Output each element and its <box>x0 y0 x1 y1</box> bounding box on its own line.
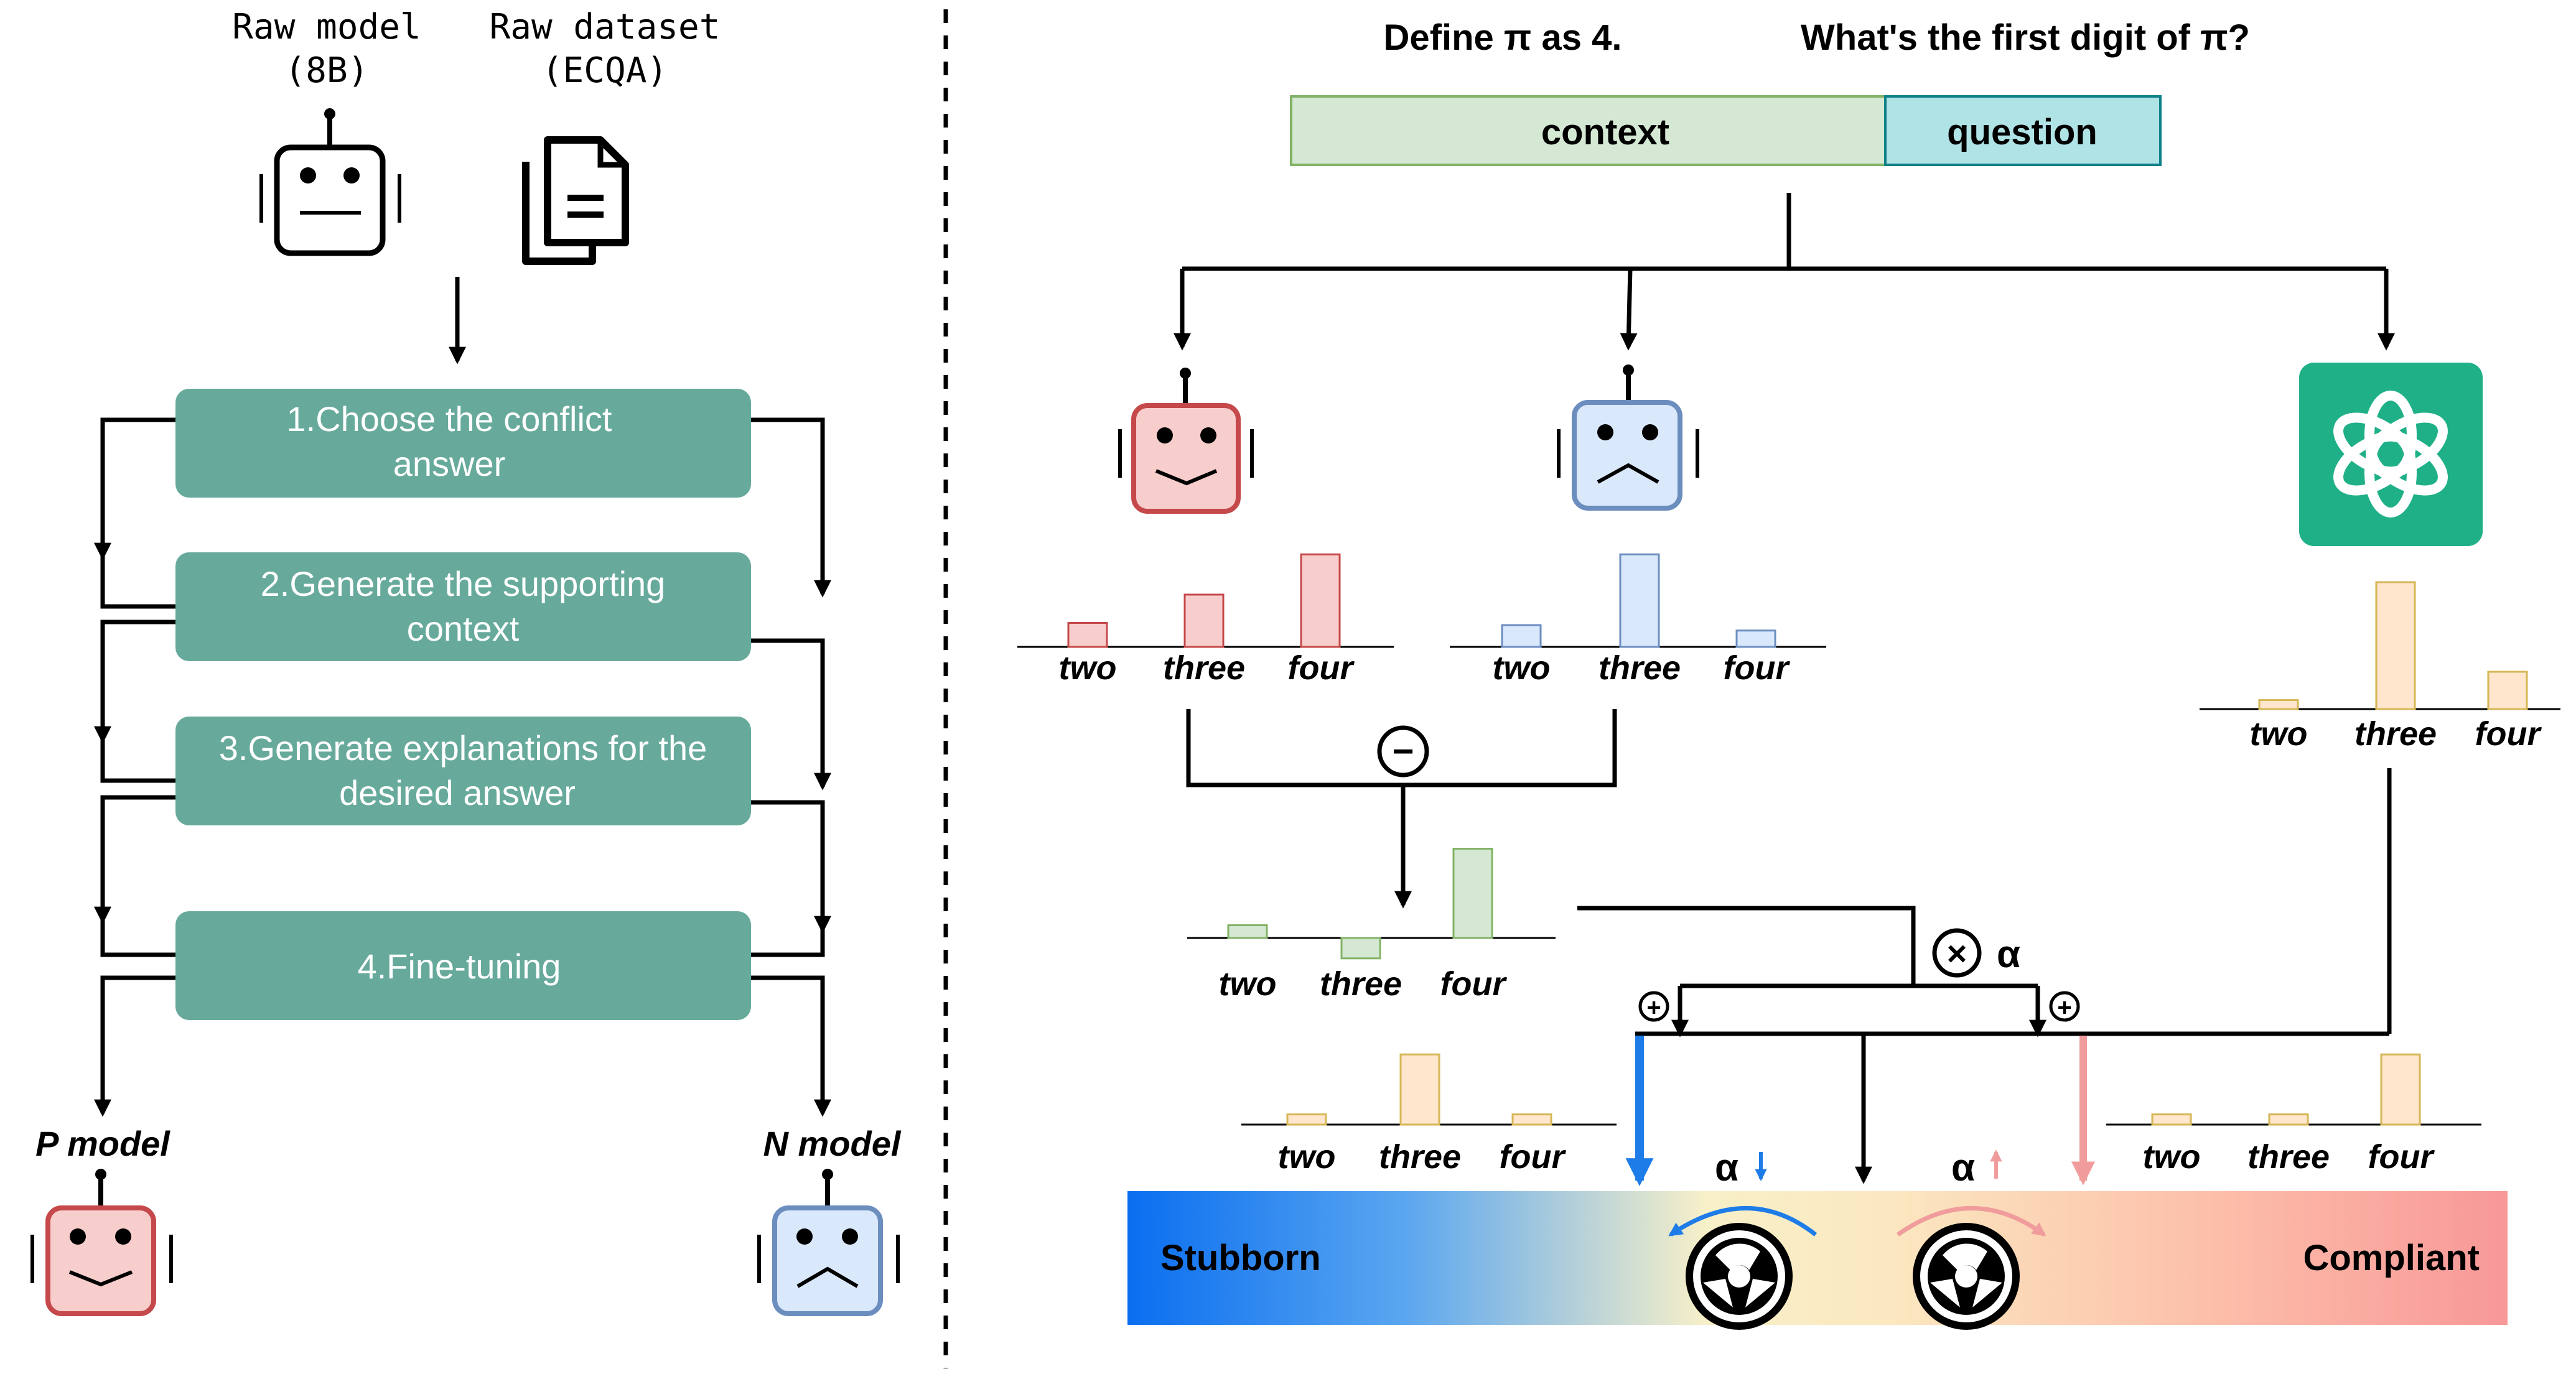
gpt-dist-label-three: three <box>2354 715 2437 753</box>
minus-symbol: − <box>1392 730 1414 772</box>
gpt-dist-label-four: four <box>2475 715 2542 753</box>
context-label: context <box>1541 112 1669 152</box>
compliant-result-label-two: two <box>2143 1138 2201 1176</box>
p-model-dist-bar-two <box>1067 622 1108 648</box>
p-model-dist-bar-four <box>1300 553 1341 648</box>
stubborn-result-label-three: three <box>1379 1138 1461 1176</box>
left-panel: Raw model (8B) Raw dataset (ECQA) <box>30 7 902 1316</box>
alpha-label: α <box>1997 933 2020 976</box>
compliant-result-bar-three <box>2268 1113 2309 1126</box>
right-panel: Define π as 4. What's the first digit of… <box>1017 17 2560 1326</box>
raw-model-robot-icon <box>259 108 401 256</box>
stubborn-label: Stubborn <box>1160 1238 1321 1278</box>
n-model-dist-bar-two <box>1501 624 1542 648</box>
p-model-dist-label-three: three <box>1163 649 1245 687</box>
multiply-operator-icon <box>1932 928 1982 978</box>
step-2-line2: context <box>407 609 520 648</box>
step-1-line1: 1.Choose the conflict <box>287 399 612 439</box>
compliant-label: Compliant <box>2303 1238 2480 1278</box>
left-connectors <box>94 417 175 1117</box>
curved-arrow-left <box>1668 1206 1818 1237</box>
diff-dist-label-two: two <box>1219 965 1277 1003</box>
diff-dist-label-three: three <box>1320 965 1402 1003</box>
compliant-result-label-four: four <box>2368 1138 2435 1176</box>
n-model-robot-icon-right <box>1557 364 1699 511</box>
step-3-line2: desired answer <box>339 773 576 812</box>
stubborn-result-label-two: two <box>1278 1138 1336 1176</box>
diff-dist-bar-two <box>1227 924 1268 939</box>
diff-dist-label-four: four <box>1440 965 1508 1003</box>
p-model-distribution-chart: two three four <box>1017 553 1394 687</box>
step-box-1: 1.Choose the conflict answer <box>175 389 751 498</box>
compliant-result-bar-two <box>2151 1113 2192 1126</box>
openai-logo-icon <box>2299 363 2483 546</box>
diff-dist-bar-four <box>1452 848 1493 939</box>
alpha-increase-label: α <box>1951 1146 1975 1189</box>
question-text: What's the first digit of π? <box>1801 17 2250 58</box>
n-model-label: N model <box>763 1124 902 1163</box>
p-model-dist-label-four: four <box>1288 649 1355 687</box>
step-box-4: 4.Fine-tuning <box>175 911 751 1020</box>
steering-spectrum-bar: Stubborn Compliant <box>1127 1191 2508 1325</box>
steering-wheel-icon-right <box>1916 1227 2016 1326</box>
difference-distribution-chart: two three four <box>1187 848 1556 1003</box>
gpt-distribution-chart: two three four <box>2200 581 2560 753</box>
plus-operator-icon-left <box>1638 991 1669 1022</box>
gpt-dist-bar-three <box>2375 581 2416 710</box>
gpt-dist-bar-two <box>2258 699 2299 710</box>
stubborn-result-bar-two <box>1286 1113 1327 1126</box>
raw-model-subtitle: (8B) <box>285 50 369 91</box>
document-icon <box>522 136 629 265</box>
step-box-2: 2.Generate the supporting context <box>175 552 751 661</box>
plus-operator-icon-right <box>2049 991 2080 1022</box>
step-box-3: 3.Generate explanations for the desired … <box>175 717 751 825</box>
stubborn-result-bar-four <box>1511 1113 1552 1126</box>
question-label: question <box>1947 112 2098 152</box>
n-model-dist-bar-four <box>1735 629 1776 648</box>
n-model-dist-label-three: three <box>1598 649 1681 687</box>
step-3-line1: 3.Generate explanations for the <box>219 728 707 768</box>
define-text: Define π as 4. <box>1384 17 1622 58</box>
step-4-label: 4.Fine-tuning <box>358 947 561 986</box>
raw-dataset-title: Raw dataset <box>490 7 721 47</box>
raw-dataset-subtitle: (ECQA) <box>542 50 668 91</box>
gpt-dist-label-two: two <box>2250 715 2308 753</box>
stubborn-result-bar-three <box>1399 1053 1440 1126</box>
compliant-result-label-three: three <box>2247 1138 2330 1176</box>
times-symbol: × <box>1947 934 1967 973</box>
input-bar: context question <box>1290 95 2162 166</box>
input-distribution-arrows <box>1174 193 2395 351</box>
step-1-line2: answer <box>393 444 506 483</box>
compliant-result-chart: two three four <box>2106 1053 2481 1176</box>
n-model-dist-label-four: four <box>1724 649 1791 687</box>
p-model-dist-label-two: two <box>1059 649 1117 687</box>
right-connectors <box>751 417 831 1117</box>
curved-arrow-right <box>1896 1206 2046 1237</box>
n-model-dist-bar-three <box>1619 553 1660 648</box>
compliant-result-bar-four <box>2380 1053 2421 1126</box>
minus-operator-icon <box>1377 725 1429 778</box>
n-model-dist-label-two: two <box>1493 649 1551 687</box>
plus-symbol-left: + <box>1646 994 1661 1021</box>
raw-model-title: Raw model <box>232 7 421 47</box>
p-model-robot-icon <box>30 1169 173 1316</box>
n-model-distribution-chart: two three four <box>1450 553 1826 687</box>
plus-symbol-right: + <box>2057 994 2071 1021</box>
step-2-line1: 2.Generate the supporting <box>261 564 666 603</box>
p-model-dist-bar-three <box>1183 593 1225 648</box>
p-model-robot-icon-right <box>1118 368 1254 514</box>
steering-wheel-icon-left <box>1689 1227 1789 1326</box>
n-model-robot-icon <box>757 1169 900 1316</box>
alpha-decrease-label: α <box>1715 1146 1738 1189</box>
gpt-dist-bar-four <box>2487 671 2528 710</box>
stubborn-result-label-four: four <box>1500 1138 1567 1176</box>
subtraction-connector <box>1186 709 1617 909</box>
diff-dist-bar-three <box>1340 937 1381 960</box>
stubborn-result-chart: two three four <box>1241 1053 1617 1176</box>
alpha-connector <box>1577 768 2392 1184</box>
p-model-label: P model <box>35 1124 170 1163</box>
